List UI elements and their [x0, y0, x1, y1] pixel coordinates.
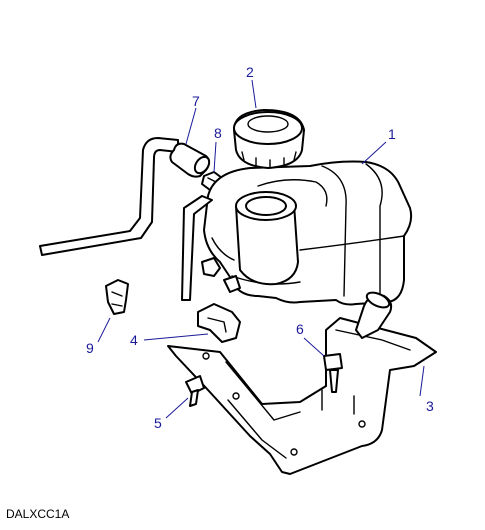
- hose: [169, 142, 211, 178]
- screw: [185, 375, 205, 407]
- callout-9: 9: [86, 340, 94, 356]
- callout-7: 7: [192, 93, 200, 109]
- callout-8: 8: [214, 125, 222, 141]
- coolant-pipe: [39, 137, 179, 256]
- loose-clip: [105, 279, 129, 315]
- drawing-reference: DALXCC1A: [6, 507, 69, 521]
- mounting-bracket: [167, 317, 437, 475]
- filler-cap: [233, 109, 305, 169]
- leader-lines: [97, 79, 425, 419]
- bracket-pipe-stub: [355, 291, 393, 339]
- expansion-tank: [201, 160, 413, 306]
- callout-6: 6: [296, 321, 304, 337]
- pipe-clip: [197, 303, 241, 343]
- callout-3: 3: [426, 398, 434, 414]
- callout-5: 5: [154, 415, 162, 431]
- filler-neck: [235, 191, 299, 286]
- tank-outlet-pipe: [181, 195, 213, 301]
- callout-1: 1: [388, 126, 396, 142]
- callout-4: 4: [130, 332, 138, 348]
- bolt: [323, 353, 343, 393]
- callout-2: 2: [246, 64, 254, 80]
